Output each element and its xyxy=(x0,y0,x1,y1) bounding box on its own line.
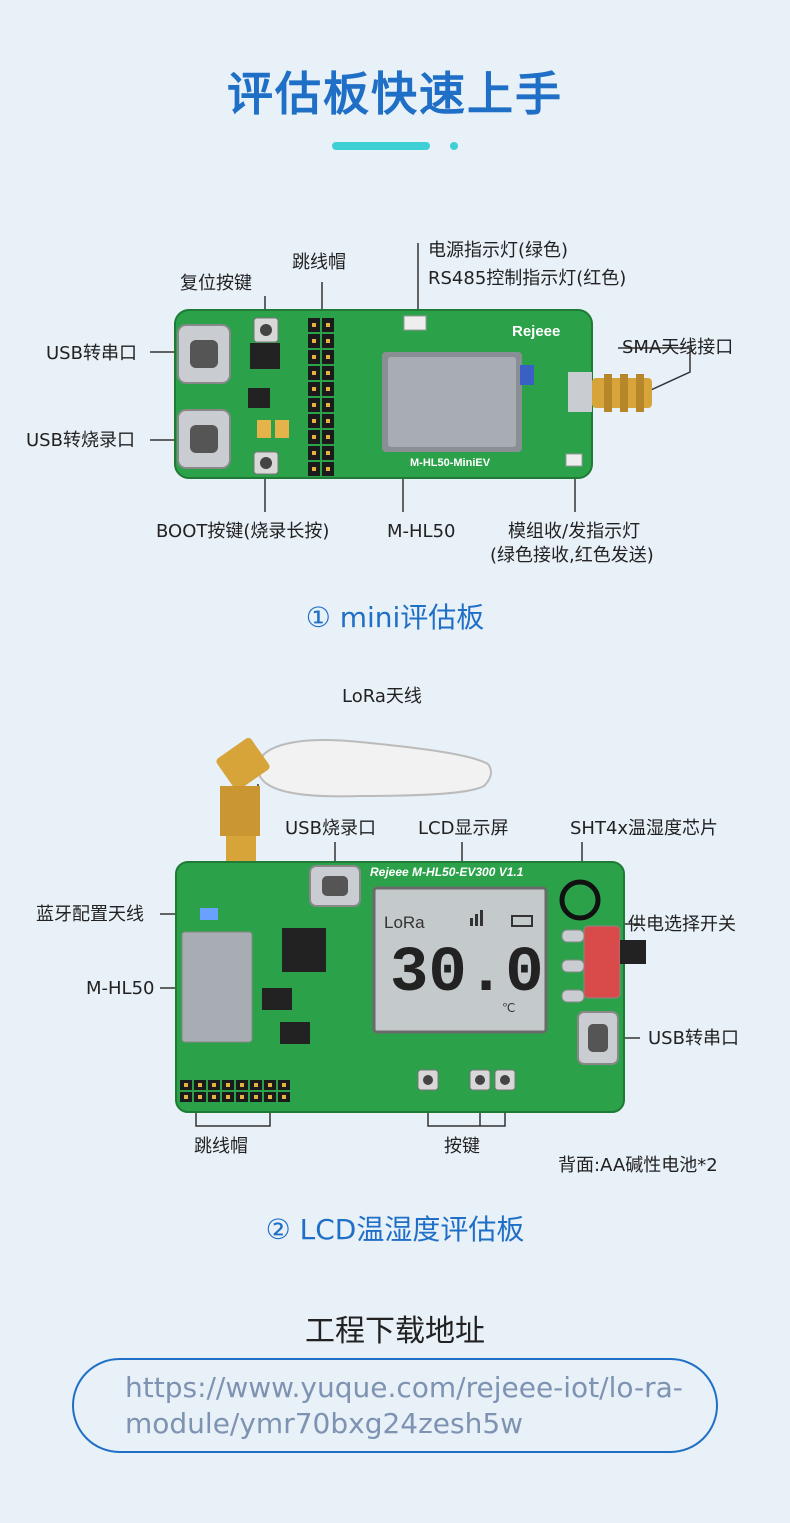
header-pin-tip xyxy=(326,403,330,407)
header-pin-tip xyxy=(198,1083,202,1087)
header-pin-tip xyxy=(226,1083,230,1087)
header-pin-tip xyxy=(326,467,330,471)
lora-antenna-graphic xyxy=(256,739,492,798)
header-pin-tip xyxy=(312,403,316,407)
lcd-top-left: LoRa xyxy=(384,913,425,932)
header-pin-tip xyxy=(326,387,330,391)
header-pin-tip xyxy=(240,1083,244,1087)
header-pin-tip xyxy=(312,467,316,471)
header-pin-tip xyxy=(312,419,316,423)
header-pin-tip xyxy=(198,1095,202,1099)
header-pin-tip xyxy=(312,371,316,375)
header-pin-tip xyxy=(326,355,330,359)
page-title: 评估板快速上手 xyxy=(227,67,563,121)
label-txrx-led: 模组收/发指示灯 xyxy=(508,521,641,542)
header-pin-tip xyxy=(312,355,316,359)
header-pin-tip xyxy=(312,451,316,455)
label-module-mini: M-HL50 xyxy=(387,521,456,542)
header-pin-tip xyxy=(184,1083,188,1087)
header-pin-tip xyxy=(312,323,316,327)
header-pin-tip xyxy=(240,1095,244,1099)
label-buttons: 按键 xyxy=(444,1136,480,1157)
title-underline xyxy=(332,142,430,150)
header-pin-tip xyxy=(254,1083,258,1087)
power-switch-graphic xyxy=(583,925,621,999)
label-lcd: LCD显示屏 xyxy=(418,818,509,839)
download-url[interactable]: https://www.yuque.com/rejeee-iot/lo-ra-m… xyxy=(125,1371,683,1440)
label-jumper-mini: 跳线帽 xyxy=(292,252,346,273)
lcd-silk-brand: Rejeee M-HL50-EV300 V1.1 xyxy=(370,865,524,879)
label-battery: 背面:AA碱性电池*2 xyxy=(558,1155,718,1176)
label-power-led: 电源指示灯(绿色) xyxy=(428,240,569,261)
label-jumper-lcd: 跳线帽 xyxy=(194,1136,248,1157)
header-pin-tip xyxy=(268,1083,272,1087)
caption-mini-board: ① mini评估板 xyxy=(305,601,485,634)
header-pin-tip xyxy=(254,1095,258,1099)
header-pin-tip xyxy=(312,339,316,343)
header-pin-tip xyxy=(326,339,330,343)
header-pin-tip xyxy=(312,387,316,391)
label-sht: SHT4x温湿度芯片 xyxy=(570,818,719,839)
header-pin-tip xyxy=(326,435,330,439)
download-title: 工程下载地址 xyxy=(305,1314,485,1349)
m-hl50-module-lcd xyxy=(181,931,253,1043)
sht-sensor-graphic xyxy=(559,879,601,921)
label-power-switch: 供电选择开关 xyxy=(628,914,736,935)
label-reset-button: 复位按键 xyxy=(180,273,252,294)
mini-silk-brand: Rejeee xyxy=(512,323,560,340)
header-pin-tip xyxy=(282,1095,286,1099)
lcd-reading: 30.0 xyxy=(390,938,544,1010)
label-lora-antenna: LoRa天线 xyxy=(342,686,422,707)
header-pin-tip xyxy=(312,435,316,439)
header-pin-tip xyxy=(226,1095,230,1099)
label-usb-serial-mini: USB转串口 xyxy=(46,343,137,364)
mini-board-illustration: M-HL50-MiniEV Rejeee xyxy=(150,243,691,512)
header-pin-tip xyxy=(326,323,330,327)
lcd-board-illustration: Rejeee M-HL50-EV300 V1.1 LoRa 30.0 ℃ xyxy=(160,737,646,1127)
label-txrx-led-note: (绿色接收,红色发送) xyxy=(490,545,654,566)
header-pin-tip xyxy=(282,1083,286,1087)
label-rs485-led: RS485控制指示灯(红色) xyxy=(428,268,627,289)
mini-silk-model: M-HL50-MiniEV xyxy=(410,457,491,469)
title-dot xyxy=(450,142,458,150)
label-sma: SMA天线接口 xyxy=(622,337,734,358)
header-pin-tip xyxy=(184,1095,188,1099)
label-usb-flash-lcd: USB烧录口 xyxy=(285,818,376,839)
header-pin-tip xyxy=(326,419,330,423)
header-pin-tip xyxy=(326,451,330,455)
header-pin-tip xyxy=(326,371,330,375)
header-pin-tip xyxy=(212,1083,216,1087)
header-pin-tip xyxy=(268,1095,272,1099)
label-module-lcd: M-HL50 xyxy=(86,978,155,999)
url-box[interactable] xyxy=(72,1358,718,1453)
label-usb-flash-mini: USB转烧录口 xyxy=(26,430,135,451)
label-usb-serial-lcd: USB转串口 xyxy=(648,1028,739,1049)
caption-lcd-board: ② LCD温湿度评估板 xyxy=(265,1213,525,1246)
lcd-screen-graphic xyxy=(372,886,548,1034)
label-bt-antenna: 蓝牙配置天线 xyxy=(36,904,144,925)
label-boot-button: BOOT按键(烧录长按) xyxy=(156,521,330,542)
header-pin-tip xyxy=(212,1095,216,1099)
lcd-unit: ℃ xyxy=(502,1001,515,1015)
